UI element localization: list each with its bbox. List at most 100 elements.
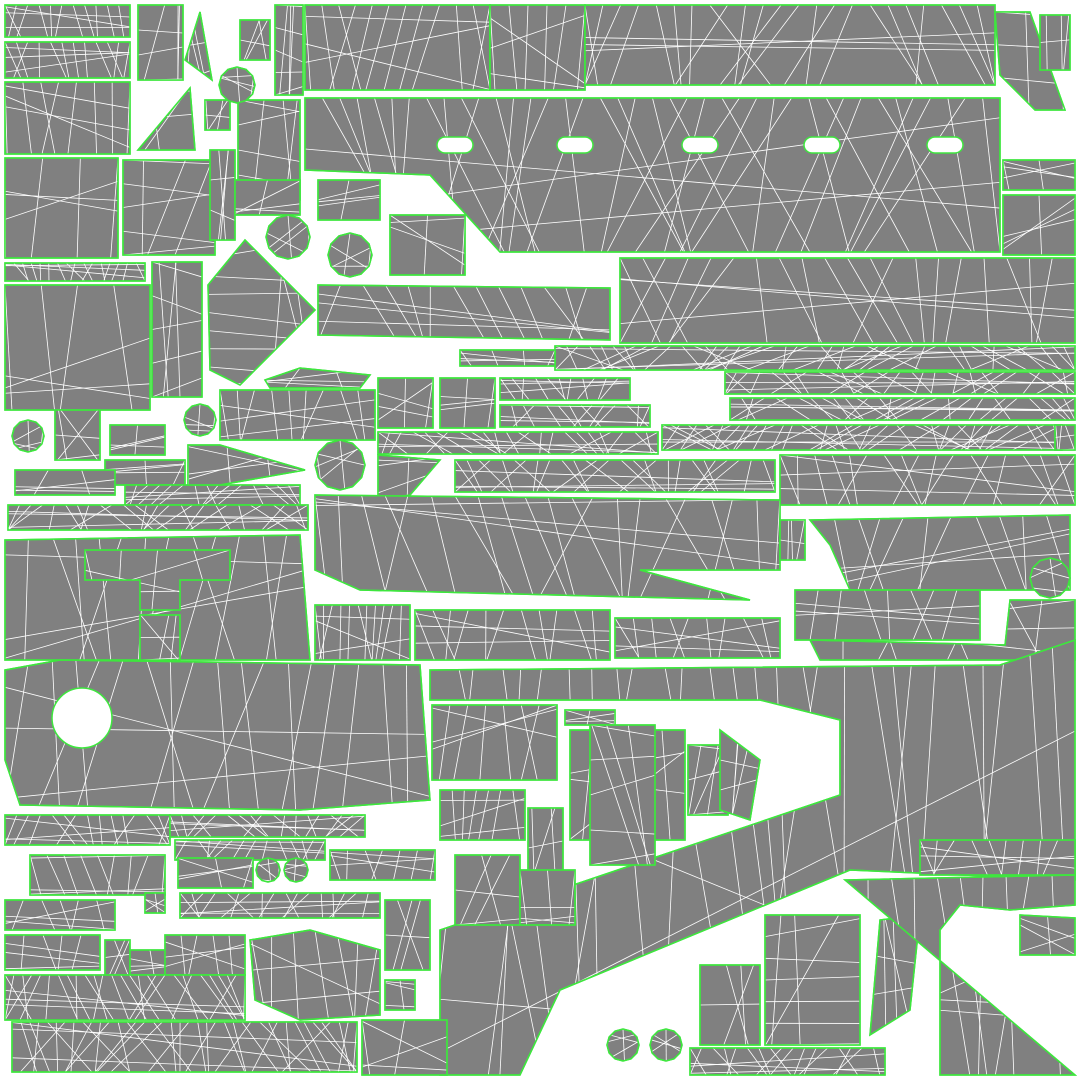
- uv-wireframe: [690, 1048, 885, 1075]
- uv-island-border: [4, 4, 131, 38]
- uv-island-border: [317, 284, 611, 341]
- uv-island-border: [4, 534, 311, 661]
- uv-island-border: [239, 19, 271, 61]
- uv-island-border: [384, 979, 416, 1011]
- uv-wireframe: [555, 346, 1075, 370]
- uv-wireframe: [210, 150, 235, 240]
- uv-island-border: [314, 494, 781, 601]
- uv-island: [151, 261, 203, 398]
- uv-island: [439, 377, 496, 429]
- uv-island: [519, 869, 576, 926]
- uv-island: [719, 728, 761, 821]
- uv-island-border: [4, 262, 146, 282]
- uv-island-border: [361, 1019, 448, 1076]
- uv-island-border: [454, 459, 776, 493]
- uv-island-border: [4, 81, 131, 155]
- uv-island: [144, 892, 166, 914]
- uv-wireframe: [170, 815, 365, 837]
- uv-island-border: [589, 724, 656, 866]
- uv-wireframe: [500, 378, 630, 400]
- uv-island-border: [314, 439, 366, 491]
- uv-island-border: [84, 549, 231, 611]
- uv-island-border: [439, 789, 526, 841]
- uv-island-border: [459, 349, 556, 367]
- uv-island: [29, 854, 166, 896]
- uv-wireframe: [330, 850, 435, 880]
- uv-wireframe: [105, 460, 185, 485]
- uv-wireframe: [110, 425, 165, 455]
- uv-wireframe: [378, 432, 658, 454]
- uv-island-border: [519, 869, 576, 926]
- uv-wireframe: [1003, 160, 1075, 190]
- uv-island-border: [54, 409, 101, 461]
- uv-island-border: [169, 814, 366, 838]
- uv-island-border: [255, 857, 281, 883]
- uv-island-border: [619, 257, 1076, 344]
- uv-hole: [926, 136, 964, 154]
- uv-island-border: [843, 874, 1078, 1076]
- uv-wireframe: [725, 372, 1075, 394]
- uv-island-border: [377, 377, 434, 429]
- uv-wireframe: [662, 425, 1062, 450]
- uv-island-border: [4, 974, 246, 1021]
- uv-island-border: [283, 857, 309, 883]
- uv-wireframe: [5, 42, 130, 78]
- uv-island: [589, 724, 656, 866]
- uv-wireframe: [440, 790, 525, 840]
- uv-wireframe: [5, 815, 170, 845]
- uv-island-border: [431, 704, 558, 781]
- uv-island-border: [263, 367, 372, 389]
- uv-island-border: [11, 1021, 358, 1073]
- uv-wireframe: [130, 950, 170, 975]
- uv-island: [274, 4, 304, 96]
- uv-island-border: [187, 444, 306, 486]
- uv-island-border: [439, 377, 496, 429]
- uv-island-border: [414, 609, 611, 661]
- uv-island-border: [687, 744, 729, 816]
- uv-wireframe: [5, 935, 100, 970]
- uv-island-border: [329, 849, 436, 881]
- uv-wireframe: [138, 5, 183, 80]
- uv-island-border: [764, 914, 861, 1046]
- uv-island-border: [377, 454, 442, 501]
- uv-island-border: [724, 371, 1076, 395]
- uv-wireframe: [585, 5, 995, 85]
- uv-wireframe: [5, 263, 145, 281]
- uv-island-border: [1002, 159, 1076, 191]
- uv-island: [4, 974, 246, 1021]
- uv-island-border: [317, 179, 381, 221]
- uv-island-border: [689, 1047, 886, 1076]
- uv-island-border: [4, 659, 431, 811]
- uv-island: [239, 19, 271, 61]
- uv-wireframe: [590, 725, 655, 865]
- uv-island: [314, 494, 781, 601]
- uv-island-border: [1029, 557, 1071, 599]
- uv-wireframe: [700, 965, 760, 1045]
- uv-island-border: [327, 232, 373, 278]
- uv-island: [4, 284, 151, 411]
- uv-wireframe: [240, 20, 270, 60]
- uv-island: [619, 257, 1076, 344]
- uv-wireframe: [219, 67, 255, 103]
- uv-island-border: [1002, 194, 1076, 256]
- uv-island-border: [139, 614, 181, 661]
- uv-wireframe: [5, 82, 130, 154]
- uv-wireframe: [460, 350, 555, 366]
- uv-island-border: [304, 97, 1001, 253]
- uv-island-border: [4, 157, 119, 259]
- uv-island-border: [499, 377, 631, 401]
- uv-wireframe: [920, 840, 1075, 875]
- uv-island-border: [808, 599, 1076, 661]
- uv-island-border: [174, 839, 326, 861]
- uv-wireframe: [620, 258, 1075, 343]
- uv-wireframe: [5, 158, 118, 258]
- uv-wireframe: [220, 390, 375, 440]
- uv-island-border: [136, 86, 196, 151]
- uv-island-border: [7, 504, 309, 531]
- uv-island-border: [649, 1028, 683, 1062]
- uv-island-border: [584, 4, 996, 86]
- uv-island: [137, 4, 184, 81]
- uv-wireframe: [5, 660, 430, 810]
- uv-island-border: [606, 1028, 640, 1062]
- uv-island-border: [234, 179, 301, 216]
